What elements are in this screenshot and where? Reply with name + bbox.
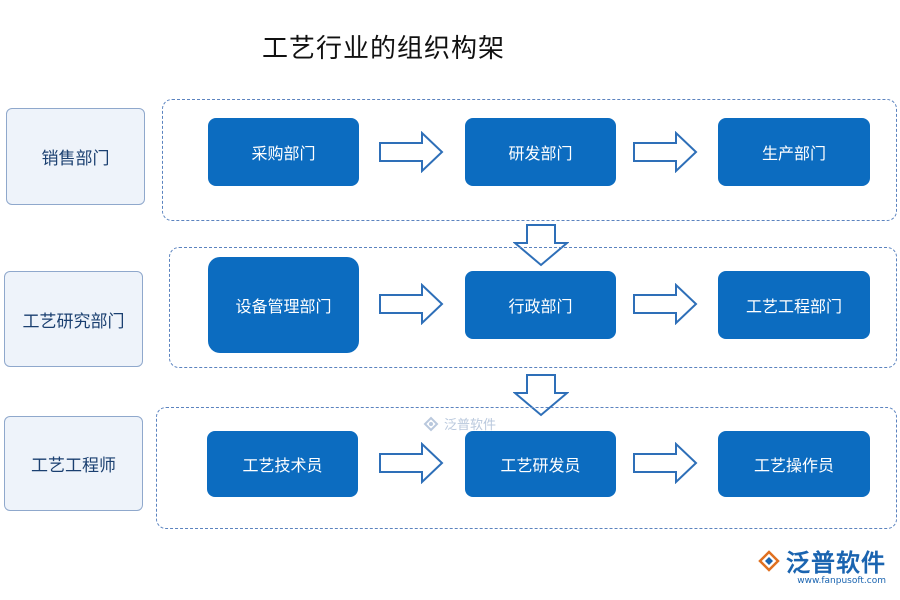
node-administration: 行政部门: [465, 271, 616, 339]
right-arrow-icon: [378, 131, 444, 173]
side-label-sales: 销售部门: [6, 108, 145, 205]
row-frame-1: [162, 99, 897, 221]
side-label-process-research: 工艺研究部门: [4, 271, 143, 367]
right-arrow-icon: [632, 283, 698, 325]
brand-name: 泛普软件: [786, 549, 886, 577]
node-process-engineering: 工艺工程部门: [718, 271, 870, 339]
right-arrow-icon: [632, 131, 698, 173]
right-arrow-icon: [378, 283, 444, 325]
down-arrow-icon: [513, 373, 569, 417]
watermark-text: 泛普软件: [444, 418, 497, 433]
row-frame-2: [169, 247, 897, 368]
right-arrow-icon: [378, 442, 444, 484]
fanpu-logo-icon: [423, 416, 439, 431]
node-operator: 工艺操作员: [718, 431, 870, 497]
side-label-process-engineer: 工艺工程师: [4, 416, 143, 511]
node-rnd-staff: 工艺研发员: [465, 431, 616, 497]
brand-logo: 泛普软件 www.fanpusoft.com: [756, 543, 886, 586]
node-rnd: 研发部门: [465, 118, 616, 186]
right-arrow-icon: [632, 442, 698, 484]
row-frame-3: [156, 407, 897, 529]
node-production: 生产部门: [718, 118, 870, 186]
fanpu-logo-icon: [758, 549, 780, 572]
page-title: 工艺行业的组织构架: [262, 34, 506, 64]
brand-url: www.fanpusoft.com: [797, 576, 886, 586]
down-arrow-icon: [513, 223, 569, 267]
watermark: 泛普软件: [422, 414, 496, 433]
node-purchasing: 采购部门: [208, 118, 359, 186]
node-equipment-management: 设备管理部门: [208, 257, 359, 353]
node-technician: 工艺技术员: [207, 431, 358, 497]
